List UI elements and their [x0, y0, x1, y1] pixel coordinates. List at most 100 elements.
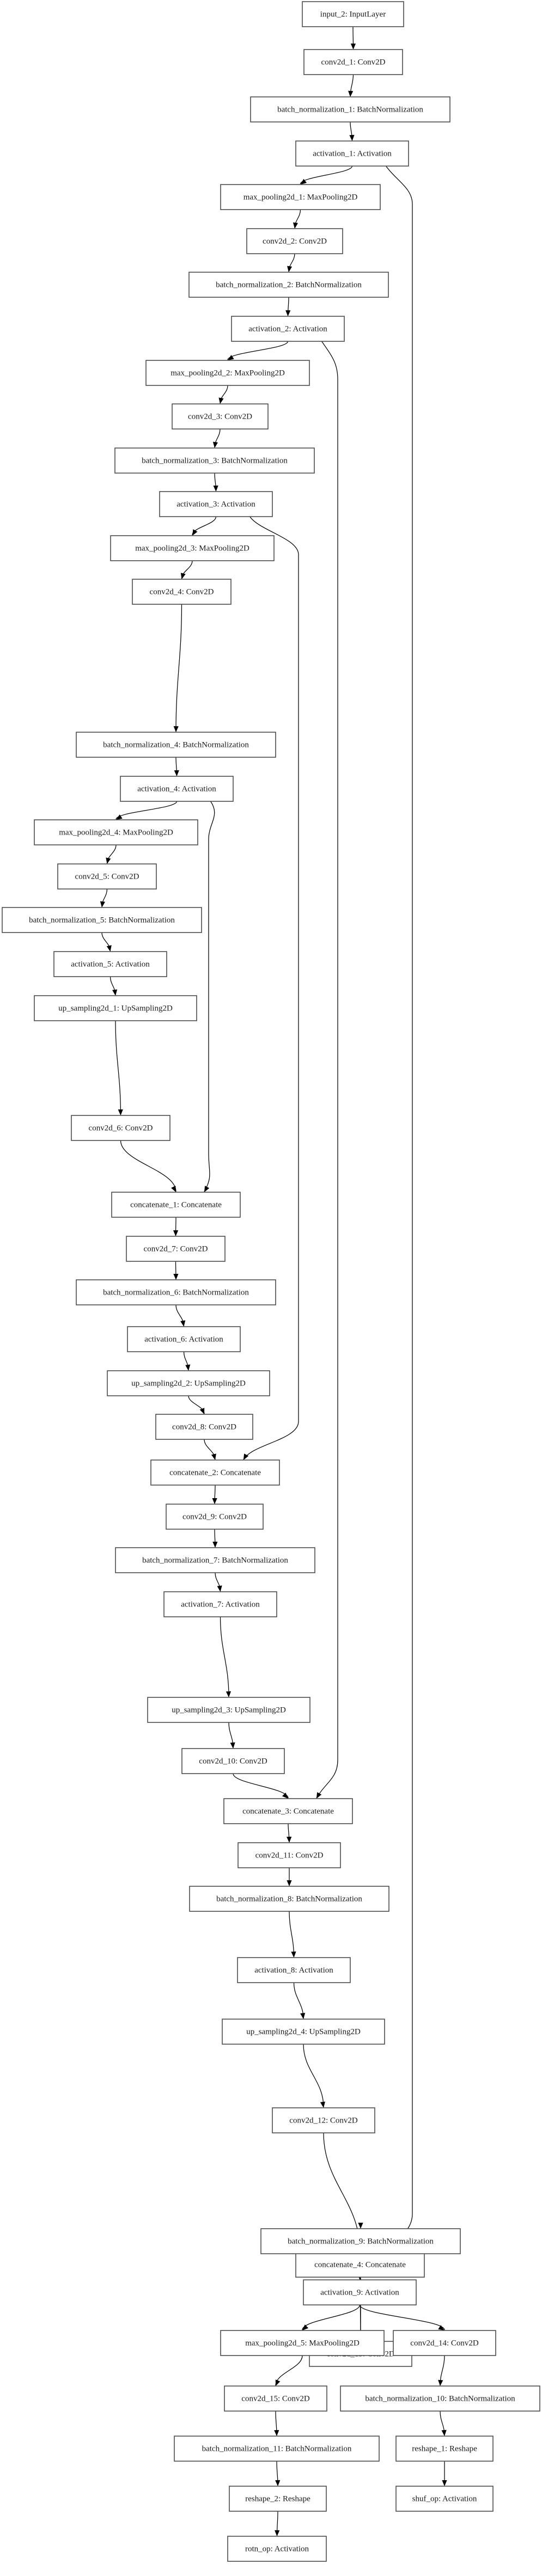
layer-node-up_sampling2d_2[interactable]: up_sampling2d_2: UpSampling2D — [107, 1370, 270, 1396]
node-box-max_pooling2d_5[interactable] — [220, 2330, 385, 2356]
layer-node-batch_normalization_10[interactable]: batch_normalization_10: BatchNormalizati… — [340, 2385, 540, 2412]
node-box-concatenate_3[interactable] — [223, 1798, 353, 1824]
layer-node-up_sampling2d_3[interactable]: up_sampling2d_3: UpSampling2D — [147, 1697, 310, 1723]
layer-node-up_sampling2d_1[interactable]: up_sampling2d_1: UpSampling2D — [34, 995, 197, 1021]
layer-node-batch_normalization_3[interactable]: batch_normalization_3: BatchNormalizatio… — [114, 447, 315, 474]
layer-node-reshape_1[interactable]: reshape_1: Reshape — [395, 2436, 494, 2462]
layer-node-batch_normalization_6[interactable]: batch_normalization_6: BatchNormalizatio… — [76, 1279, 276, 1305]
layer-node-batch_normalization_9[interactable]: batch_normalization_9: BatchNormalizatio… — [260, 2228, 461, 2254]
node-box-activation_5[interactable] — [53, 951, 167, 977]
node-box-max_pooling2d_2[interactable] — [145, 360, 310, 386]
layer-node-activation_7[interactable]: activation_7: Activation — [163, 1591, 277, 1617]
node-box-conv2d_5[interactable] — [57, 863, 157, 890]
node-box-activation_2[interactable] — [231, 316, 345, 342]
layer-node-conv2d_12[interactable]: conv2d_12: Conv2D — [272, 2107, 375, 2133]
layer-node-conv2d_7[interactable]: conv2d_7: Conv2D — [126, 1236, 226, 1262]
layer-node-shuf_op[interactable]: shuf_op: Activation — [395, 2486, 494, 2512]
layer-node-conv2d_1[interactable]: conv2d_1: Conv2D — [303, 49, 403, 75]
layer-node-concatenate_1[interactable]: concatenate_1: Concatenate — [111, 1192, 241, 1218]
layer-node-up_sampling2d_4[interactable]: up_sampling2d_4: UpSampling2D — [222, 2019, 385, 2045]
layer-node-max_pooling2d_1[interactable]: max_pooling2d_1: MaxPooling2D — [220, 184, 381, 210]
layer-node-concatenate_2[interactable]: concatenate_2: Concatenate — [150, 1459, 280, 1486]
layer-node-conv2d_2[interactable]: conv2d_2: Conv2D — [246, 228, 343, 254]
layer-node-conv2d_8[interactable]: conv2d_8: Conv2D — [155, 1414, 253, 1440]
layer-node-conv2d_6[interactable]: conv2d_6: Conv2D — [71, 1115, 170, 1141]
node-box-concatenate_2[interactable] — [150, 1459, 280, 1486]
node-box-conv2d_6[interactable] — [71, 1115, 170, 1141]
node-box-batch_normalization_2[interactable] — [188, 272, 389, 298]
node-box-batch_normalization_6[interactable] — [76, 1279, 276, 1305]
node-box-conv2d_8[interactable] — [155, 1414, 253, 1440]
node-box-batch_normalization_5[interactable] — [2, 907, 202, 933]
layer-node-conv2d_15[interactable]: conv2d_15: Conv2D — [224, 2385, 327, 2412]
node-box-up_sampling2d_1[interactable] — [34, 995, 197, 1021]
node-box-activation_6[interactable] — [127, 1326, 241, 1352]
layer-node-batch_normalization_2[interactable]: batch_normalization_2: BatchNormalizatio… — [188, 272, 389, 298]
node-box-conv2d_2[interactable] — [246, 228, 343, 254]
layer-node-max_pooling2d_4[interactable]: max_pooling2d_4: MaxPooling2D — [34, 819, 198, 845]
node-box-max_pooling2d_4[interactable] — [34, 819, 198, 845]
layer-node-max_pooling2d_2[interactable]: max_pooling2d_2: MaxPooling2D — [145, 360, 310, 386]
layer-node-activation_8[interactable]: activation_8: Activation — [237, 1957, 351, 1983]
layer-node-activation_5[interactable]: activation_5: Activation — [53, 951, 167, 977]
node-box-reshape_1[interactable] — [395, 2436, 494, 2462]
layer-node-activation_1[interactable]: activation_1: Activation — [295, 140, 409, 167]
node-box-concatenate_4[interactable] — [295, 2252, 425, 2278]
layer-node-concatenate_3[interactable]: concatenate_3: Concatenate — [223, 1798, 353, 1824]
layer-node-activation_2[interactable]: activation_2: Activation — [231, 316, 345, 342]
layer-node-conv2d_11[interactable]: conv2d_11: Conv2D — [237, 1842, 341, 1868]
node-box-conv2d_14[interactable] — [393, 2330, 496, 2356]
layer-node-conv2d_10[interactable]: conv2d_10: Conv2D — [181, 1748, 285, 1774]
layer-node-max_pooling2d_3[interactable]: max_pooling2d_3: MaxPooling2D — [110, 535, 275, 561]
layer-node-rotn_op[interactable]: rotn_op: Activation — [227, 2536, 327, 2562]
node-box-reshape_2[interactable] — [229, 2486, 327, 2512]
node-box-up_sampling2d_2[interactable] — [107, 1370, 270, 1396]
node-box-shuf_op[interactable] — [395, 2486, 494, 2512]
node-box-max_pooling2d_1[interactable] — [220, 184, 381, 210]
node-box-conv2d_7[interactable] — [126, 1236, 226, 1262]
node-box-input_2[interactable] — [302, 1, 404, 27]
node-box-activation_7[interactable] — [163, 1591, 277, 1617]
layer-node-reshape_2[interactable]: reshape_2: Reshape — [229, 2486, 327, 2512]
node-box-batch_normalization_10[interactable] — [340, 2385, 540, 2412]
node-box-conv2d_12[interactable] — [272, 2107, 375, 2133]
node-box-activation_1[interactable] — [295, 140, 409, 167]
node-box-up_sampling2d_4[interactable] — [222, 2019, 385, 2045]
node-box-batch_normalization_3[interactable] — [114, 447, 315, 474]
layer-node-batch_normalization_7[interactable]: batch_normalization_7: BatchNormalizatio… — [115, 1547, 315, 1573]
layer-node-max_pooling2d_5[interactable]: max_pooling2d_5: MaxPooling2D — [220, 2330, 385, 2356]
node-box-concatenate_1[interactable] — [111, 1192, 241, 1218]
layer-node-conv2d_4[interactable]: conv2d_4: Conv2D — [132, 579, 232, 605]
node-box-batch_normalization_1[interactable] — [250, 96, 450, 122]
layer-node-batch_normalization_4[interactable]: batch_normalization_4: BatchNormalizatio… — [76, 732, 276, 758]
layer-node-concatenate_4[interactable]: concatenate_4: Concatenate — [295, 2252, 425, 2278]
layer-node-activation_9[interactable]: activation_9: Activation — [303, 2279, 417, 2305]
node-box-batch_normalization_7[interactable] — [115, 1547, 315, 1573]
node-box-conv2d_1[interactable] — [303, 49, 403, 75]
node-box-batch_normalization_11[interactable] — [174, 2436, 380, 2462]
layer-node-batch_normalization_11[interactable]: batch_normalization_11: BatchNormalizati… — [174, 2436, 380, 2462]
layer-node-input_2[interactable]: input_2: InputLayer — [302, 1, 404, 27]
layer-node-activation_3[interactable]: activation_3: Activation — [159, 491, 273, 517]
node-box-activation_4[interactable] — [120, 776, 234, 802]
node-box-conv2d_4[interactable] — [132, 579, 232, 605]
node-box-rotn_op[interactable] — [227, 2536, 327, 2562]
node-box-activation_9[interactable] — [303, 2279, 417, 2305]
node-box-conv2d_10[interactable] — [181, 1748, 285, 1774]
layer-node-batch_normalization_5[interactable]: batch_normalization_5: BatchNormalizatio… — [2, 907, 202, 933]
layer-node-conv2d_3[interactable]: conv2d_3: Conv2D — [172, 403, 269, 430]
layer-node-batch_normalization_1[interactable]: batch_normalization_1: BatchNormalizatio… — [250, 96, 450, 122]
node-box-batch_normalization_4[interactable] — [76, 732, 276, 758]
layer-node-conv2d_5[interactable]: conv2d_5: Conv2D — [57, 863, 157, 890]
node-box-batch_normalization_9[interactable] — [260, 2228, 461, 2254]
layer-node-batch_normalization_8[interactable]: batch_normalization_8: BatchNormalizatio… — [189, 1886, 389, 1912]
layer-node-conv2d_9[interactable]: conv2d_9: Conv2D — [166, 1504, 264, 1530]
node-box-conv2d_3[interactable] — [172, 403, 269, 430]
node-box-conv2d_9[interactable] — [166, 1504, 264, 1530]
layer-node-conv2d_14[interactable]: conv2d_14: Conv2D — [393, 2330, 496, 2356]
node-box-activation_3[interactable] — [159, 491, 273, 517]
node-box-max_pooling2d_3[interactable] — [110, 535, 275, 561]
layer-node-activation_6[interactable]: activation_6: Activation — [127, 1326, 241, 1352]
node-box-activation_8[interactable] — [237, 1957, 351, 1983]
node-box-conv2d_11[interactable] — [237, 1842, 341, 1868]
